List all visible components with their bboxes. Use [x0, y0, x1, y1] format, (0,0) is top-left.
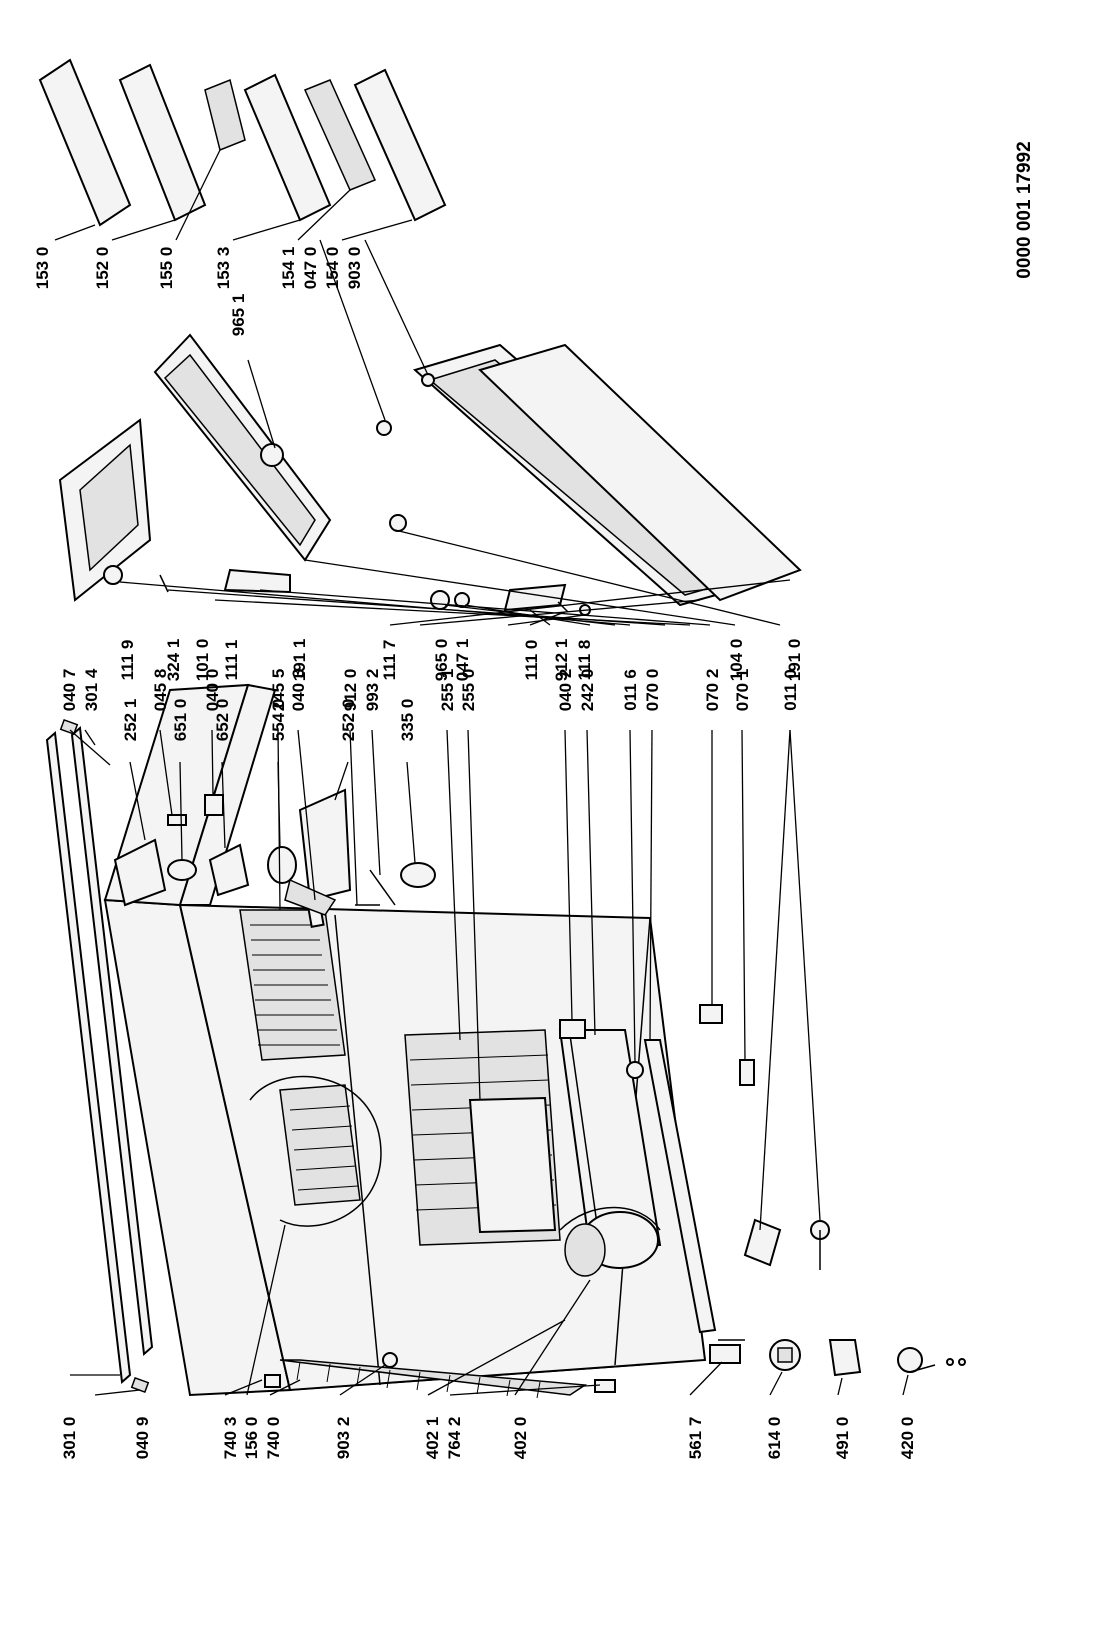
label-301-4: 301 4 [82, 668, 101, 711]
label-903-2-a: 903 2 [334, 1417, 353, 1460]
label-965-1: 965 1 [229, 294, 248, 337]
label-011-0: 011 0 [781, 669, 800, 711]
label-903-0: 903 0 [345, 247, 364, 290]
label-420-0: 420 0 [898, 1417, 917, 1460]
label-040-9: 040 9 [133, 1417, 152, 1460]
label-651-0: 651 0 [171, 699, 190, 742]
label-301-0: 301 0 [60, 1417, 79, 1460]
top-cover-strip-drawing [45, 718, 154, 1394]
label-070-2: 070 2 [703, 669, 722, 712]
label-252-1: 252 1 [121, 699, 140, 742]
label-191-0: 191 0 [785, 639, 804, 682]
label-993-2: 993 2 [363, 669, 382, 712]
drawings [38, 58, 966, 1399]
label-045-8: 045 8 [151, 669, 170, 712]
label-764-2: 764 2 [445, 1417, 464, 1460]
label-402-1: 402 1 [423, 1417, 442, 1460]
label-040-0: 040 0 [203, 669, 222, 712]
label-152-0: 152 0 [93, 247, 112, 290]
label-912-1: 912 1 [552, 639, 571, 682]
label-912-0: 912 0 [341, 669, 360, 712]
leader-lines [54, 149, 909, 1396]
label-652-0: 652 0 [213, 699, 232, 742]
label-070-1: 070 1 [733, 669, 752, 712]
label-491-0: 491 0 [833, 1417, 852, 1460]
label-255-0: 255 0 [459, 669, 478, 712]
label-156-0: 156 0 [242, 1417, 261, 1460]
label-554-0: 554 0 [269, 699, 288, 742]
label-191-1: 191 1 [290, 639, 309, 682]
label-011-6: 011 6 [621, 669, 640, 711]
door-shelves-drawing [38, 58, 447, 227]
label-040-3: 040 3 [289, 669, 308, 712]
label-965-0: 965 0 [432, 639, 451, 682]
label-614-0: 614 0 [765, 1417, 784, 1460]
label-101-0: 101 0 [193, 639, 212, 682]
label-324-1: 324 1 [164, 639, 183, 682]
label-561-7: 561 7 [686, 1417, 705, 1460]
control-parts-drawing [113, 788, 436, 916]
label-104-0: 104 0 [727, 639, 746, 682]
label-155-0: 155 0 [157, 247, 176, 290]
upper-door-drawing [58, 333, 407, 602]
label-402-0: 402 0 [511, 1417, 530, 1460]
label-153-3: 153 3 [214, 247, 233, 290]
label-740-0: 740 0 [264, 1417, 283, 1460]
label-242-0: 242 0 [578, 669, 597, 712]
label-111-1: 111 1 [222, 640, 241, 681]
electrical-parts-drawing [709, 1339, 966, 1377]
label-111-7: 111 7 [380, 640, 399, 681]
label-040-2: 040 2 [556, 669, 575, 712]
label-255-1: 255 1 [438, 669, 457, 712]
label-252-0: 252 0 [339, 699, 358, 742]
label-740-3: 740 3 [221, 1417, 240, 1460]
label-111-0: 111 0 [522, 640, 541, 681]
label-154-0: 154 0 [323, 247, 342, 290]
lower-door-drawing [376, 343, 802, 616]
label-111-9: 111 9 [118, 640, 137, 681]
label-047-0: 047 0 [301, 247, 320, 290]
label-335-0: 335 0 [398, 699, 417, 742]
label-040-7: 040 7 [60, 669, 79, 712]
document-number: 0000 001 17992 [1014, 141, 1035, 278]
label-047-1: 047 1 [453, 639, 472, 682]
label-153-0: 153 0 [33, 247, 52, 290]
label-111-8: 111 8 [575, 640, 594, 681]
cabinet-drawing [103, 683, 830, 1399]
label-154-1: 154 1 [279, 247, 298, 290]
label-070-0: 070 0 [643, 669, 662, 712]
part-labels: 301 0 040 9 740 3 156 0 740 0 903 2 402 … [33, 141, 1035, 1459]
label-245-5: 245 5 [269, 669, 288, 712]
